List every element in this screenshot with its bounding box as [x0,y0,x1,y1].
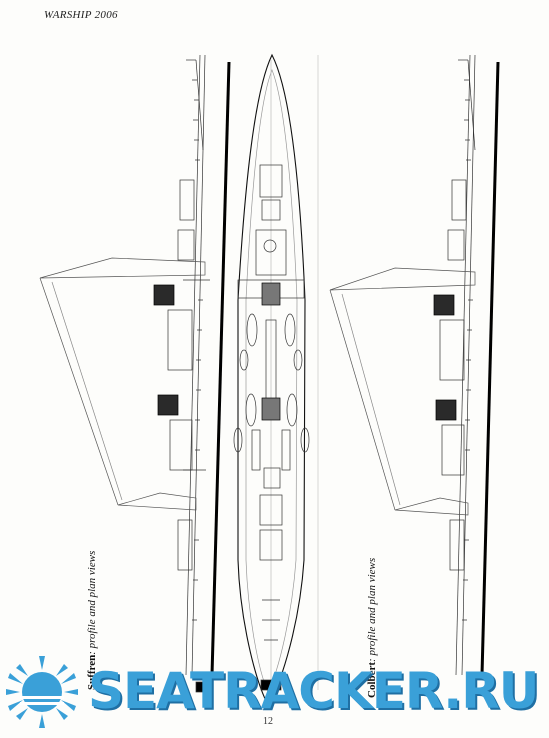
running-header: WARSHIP 2006 [44,9,118,21]
watermark-text: SEATRACKER.RU [88,662,539,720]
watermark-logo-icon [6,656,78,728]
caption-colbert-text: : profile and plan views [366,557,378,662]
caption-suffren-text: : profile and plan views [86,550,98,655]
plan-view-drawing [233,53,310,707]
colbert-profile-drawing [329,54,500,676]
page-number: 12 [263,716,273,727]
suffren-profile-drawing [39,54,231,693]
